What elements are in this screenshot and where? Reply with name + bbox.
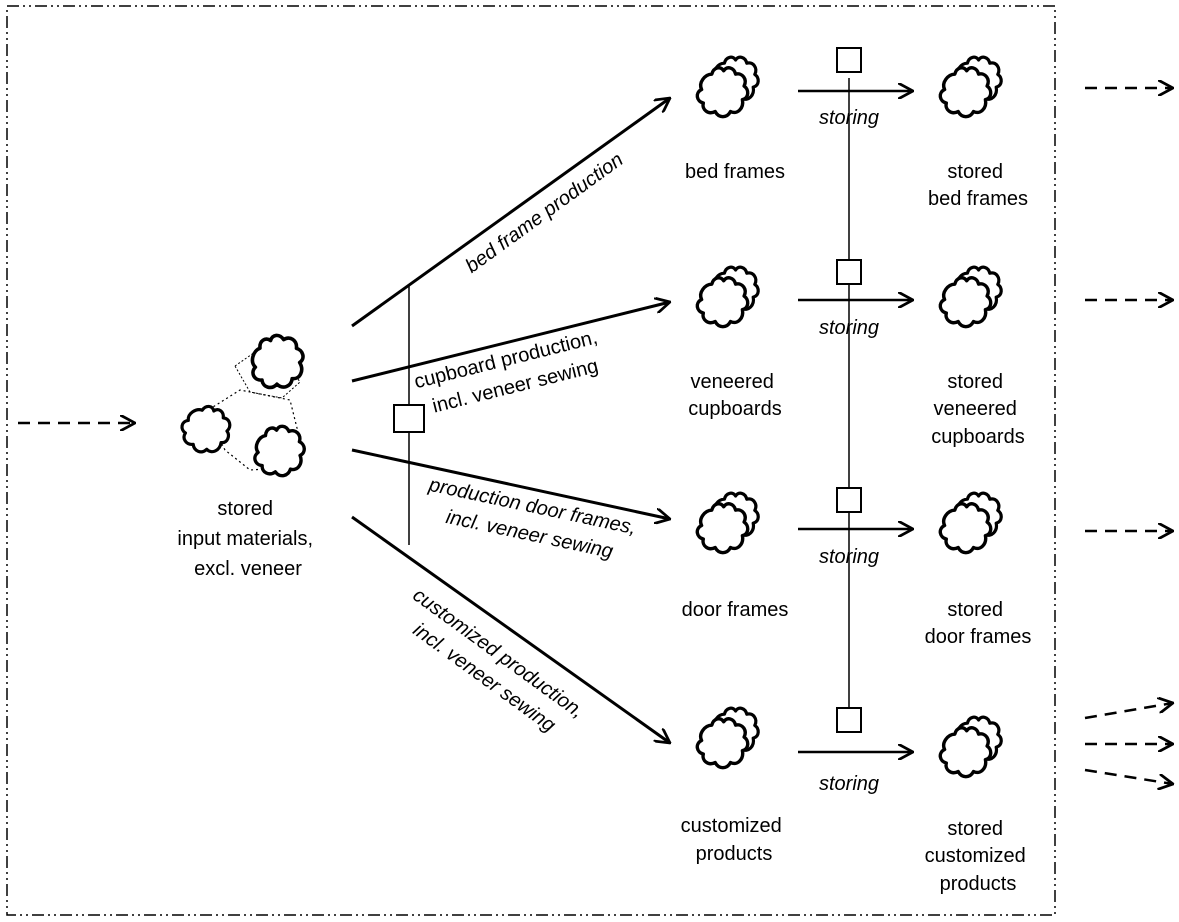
product-label-line: bed frames	[685, 161, 785, 183]
output-arrow-custom-1	[1084, 703, 1173, 720]
stored-label-line: stored	[947, 599, 1003, 621]
process-label-cupboard: cupboard production, incl. veneer sewing	[412, 325, 612, 420]
stored-label-line: stored	[947, 161, 1003, 183]
product-label-cupboard: veneered cupboards	[688, 371, 781, 420]
stored-label-line: bed frames	[928, 188, 1028, 210]
storing-label: storing	[819, 317, 879, 339]
product-label-bed: bed frames	[685, 161, 785, 183]
product-icon-bed	[695, 55, 760, 119]
product-icon-door	[695, 491, 760, 555]
stored-label-bed: stored bed frames	[928, 161, 1028, 210]
product-label-door: door frames	[682, 599, 789, 621]
source-label-line: input materials,	[177, 528, 313, 550]
product-label-line: products	[696, 843, 773, 865]
stored-input-materials-icon	[174, 327, 313, 482]
stored-icon-cupboard	[938, 265, 1003, 329]
storing-label: storing	[819, 546, 879, 568]
stored-label-line: stored	[947, 818, 1003, 840]
product-label-custom: customized products	[681, 815, 788, 865]
bed-frame-production-arrow	[351, 98, 670, 328]
cupboard-production-arrow	[351, 302, 670, 383]
product-icon-custom	[695, 706, 760, 770]
stored-icon-door	[938, 491, 1003, 555]
stored-label-line: door frames	[925, 626, 1032, 648]
system-boundary	[6, 5, 1056, 916]
process-label-line: bed frame production	[462, 149, 628, 278]
output-arrow-custom-3	[1084, 768, 1173, 784]
source-label-line: stored	[217, 498, 273, 520]
product-label-line: veneered	[691, 371, 774, 393]
storing-label: storing	[819, 773, 879, 795]
storing-step-bed: storing	[798, 47, 913, 129]
product-label-line: cupboards	[688, 398, 781, 420]
storing-label: storing	[819, 107, 879, 129]
stored-label-line: veneered	[934, 398, 1017, 420]
stored-label-door: stored door frames	[925, 599, 1032, 648]
stored-label-line: stored	[947, 371, 1003, 393]
storing-step-door: storing	[798, 487, 913, 568]
product-label-line: customized	[681, 815, 782, 837]
storing-step-cupboard: storing	[798, 259, 913, 339]
production-control-box	[393, 404, 425, 433]
process-label-bed: bed frame production	[462, 149, 628, 278]
source-label-line: excl. veneer	[194, 558, 302, 580]
stored-icon-custom	[938, 715, 1003, 779]
stored-label-line: cupboards	[931, 426, 1024, 448]
source-label: stored input materials, excl. veneer	[177, 498, 318, 580]
door-frame-production-arrow	[351, 448, 670, 519]
product-icon-cupboard	[695, 265, 760, 329]
stored-label-cupboard: stored veneered cupboards	[931, 371, 1024, 448]
stored-label-line: customized	[925, 845, 1026, 867]
product-label-line: door frames	[682, 599, 789, 621]
stored-label-line: products	[940, 873, 1017, 895]
customized-production-arrow	[351, 515, 670, 743]
stored-label-custom: stored customized products	[925, 818, 1032, 895]
storing-step-custom: storing	[798, 707, 913, 795]
stored-icon-bed	[938, 55, 1003, 119]
